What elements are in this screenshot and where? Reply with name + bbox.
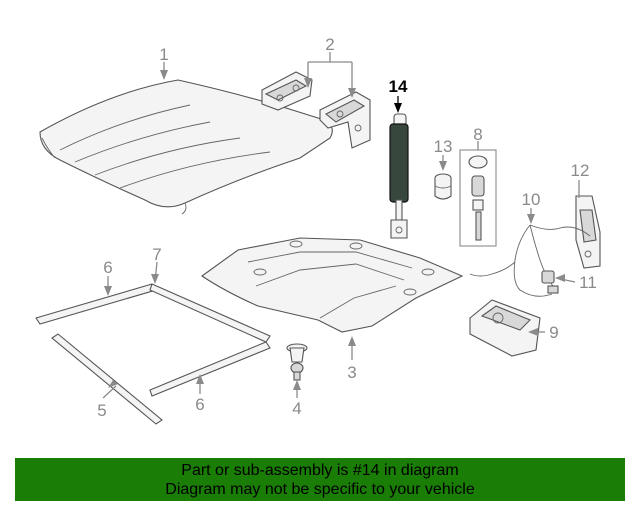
hood-insulator: [201, 237, 464, 333]
callout-6-lower: 6: [195, 395, 204, 414]
weatherstrip-front: [35, 283, 271, 397]
insulator-retainer: [286, 343, 308, 381]
callout-13: 13: [434, 137, 453, 156]
callout-12: 12: [571, 161, 590, 180]
banner-line-2: Diagram may not be specific to your vehi…: [165, 480, 475, 498]
weatherstrip-rear: [51, 333, 163, 425]
hood-bumper: [434, 173, 452, 200]
banner-line-1: Part or sub-assembly is #14 in diagram: [181, 461, 459, 479]
hood-hinges: [261, 71, 371, 149]
parts-diagram: 1 2 14 13 8 12 10 11 9 3 4 6 7 6 5: [35, 35, 601, 425]
callout-5: 5: [97, 401, 106, 420]
callout-14: 14: [389, 77, 408, 96]
callout-4: 4: [292, 399, 301, 418]
latch-hardware-kit: [459, 149, 497, 247]
info-banner: Part or sub-assembly is #14 in diagram D…: [15, 458, 625, 501]
callout-3: 3: [347, 363, 356, 382]
callout-8: 8: [473, 125, 482, 144]
callout-6-upper: 6: [103, 258, 112, 277]
hood-lift-support: [389, 113, 409, 239]
callout-11: 11: [579, 273, 597, 292]
hood-panel: [39, 79, 333, 215]
callout-9: 9: [549, 323, 558, 342]
callout-1: 1: [159, 45, 168, 64]
callout-7: 7: [152, 245, 161, 264]
hood-release-cable: [469, 224, 591, 297]
cable-clip: [541, 270, 555, 284]
hood-latch: [575, 195, 601, 269]
callout-10: 10: [522, 190, 541, 209]
release-handle: [469, 299, 541, 357]
callout-2: 2: [325, 35, 334, 54]
